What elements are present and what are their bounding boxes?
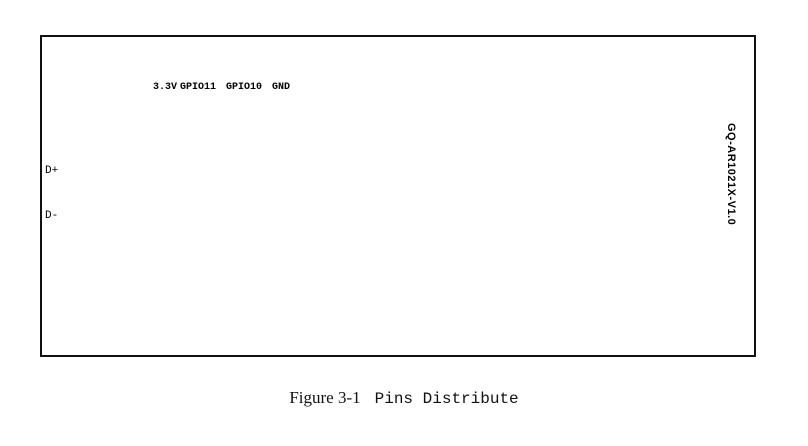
figure-caption: Figure 3-1 Pins Distribute (0, 388, 808, 408)
header-pin-label: GND (272, 82, 291, 93)
usb-pin-label: D+ (45, 165, 59, 177)
usb-pin-label: D- (45, 210, 59, 222)
figure-number: Figure 3-1 (289, 388, 361, 407)
header-pin-label: GPIO10 (226, 82, 263, 93)
header-pin-label: 3.3V (153, 82, 178, 93)
header-pin-label: GPIO11 (180, 82, 217, 93)
board-id-label: GQ-AR1021X-V1.0 (725, 123, 737, 226)
figure-title: Pins Distribute (374, 390, 519, 408)
pcb-board-outline (40, 35, 756, 357)
